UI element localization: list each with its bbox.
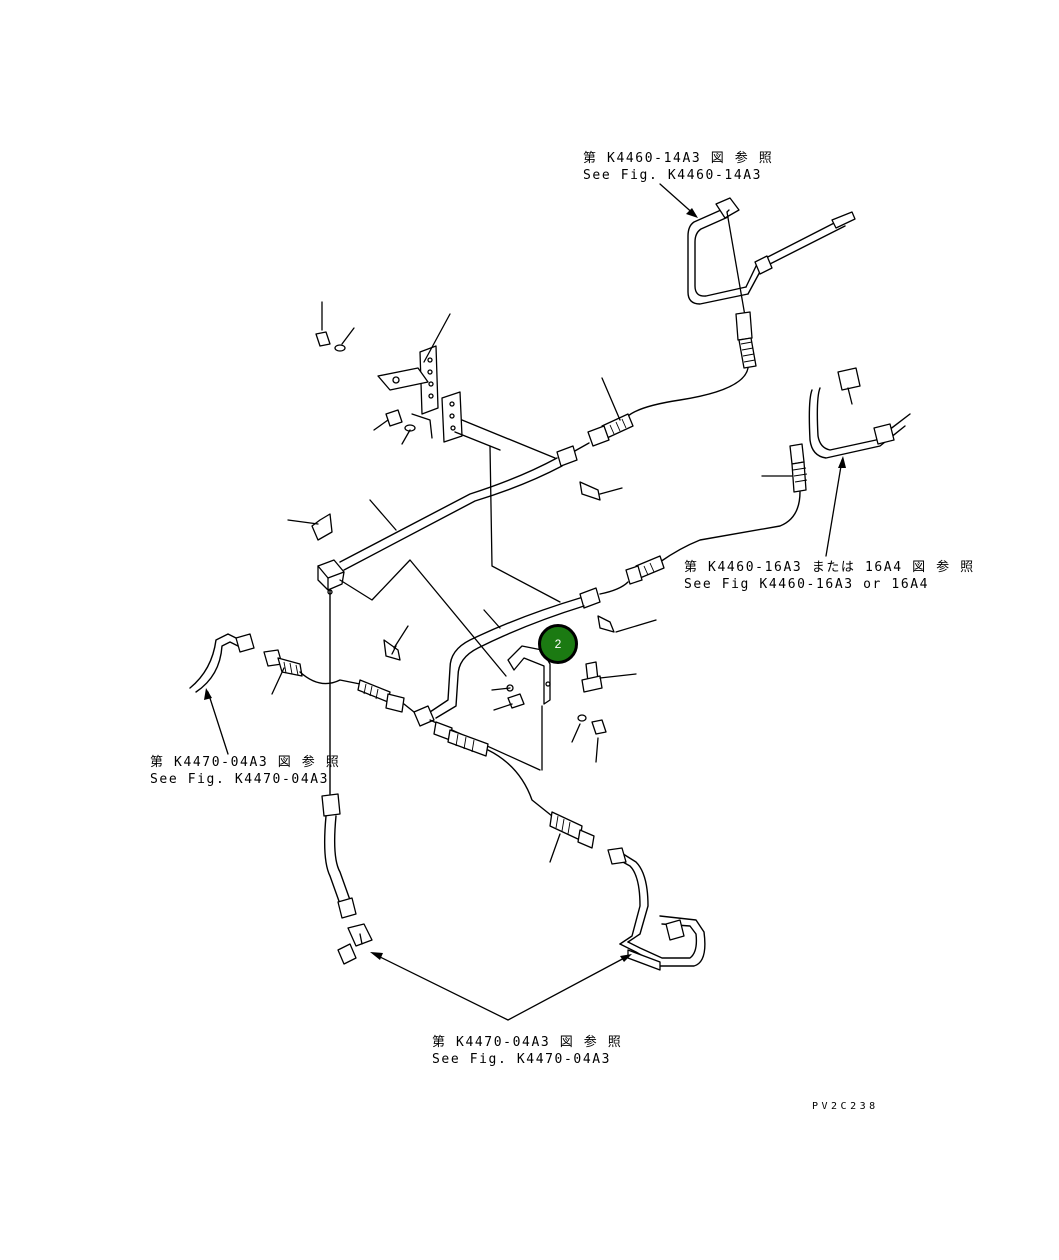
reference-arrows [204, 183, 846, 1021]
drawing-code: PV2C238 [812, 1101, 879, 1112]
reference-top-en: See Fig. K4460-14A3 [583, 168, 763, 183]
reference-right-en: See Fig K4460-16A3 or 16A4 [684, 577, 930, 592]
top-right-connector-assembly [687, 197, 856, 369]
reference-right-jp: 第 K4460-16A3 または 16A4 図 参 照 [684, 560, 975, 575]
reference-left-jp: 第 K4470-04A3 図 参 照 [150, 755, 341, 770]
callout-number: 2 [554, 637, 562, 651]
callout-marker[interactable]: 2 [538, 624, 578, 664]
reference-bottom-jp: 第 K4470-04A3 図 参 照 [432, 1035, 623, 1050]
bracket-assembly [377, 345, 561, 603]
left-elbow [317, 559, 507, 795]
vertical-hose [321, 793, 373, 965]
middle-pipe [391, 597, 585, 727]
center-bracket [429, 645, 607, 771]
left-hose [189, 633, 415, 713]
reference-bottom-en: See Fig. K4470-04A3 [432, 1052, 612, 1067]
leader-lines [271, 301, 793, 863]
reference-top-jp: 第 K4460-14A3 図 参 照 [583, 151, 774, 166]
lower-hose [433, 721, 706, 971]
reference-left-en: See Fig. K4470-04A3 [150, 772, 330, 787]
right-hose [579, 367, 911, 609]
small-parts [311, 331, 615, 661]
upper-hose [339, 367, 749, 571]
